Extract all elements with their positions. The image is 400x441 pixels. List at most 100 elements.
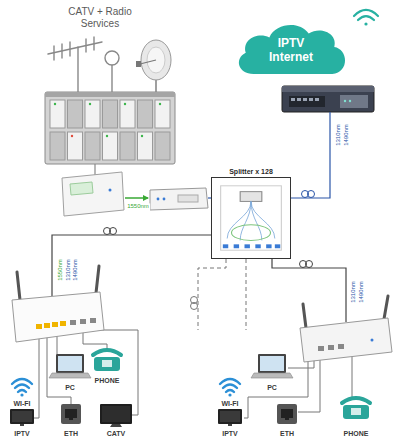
wifi-icon	[223, 385, 237, 389]
headend-rack	[106, 135, 108, 137]
olt-device	[282, 86, 374, 112]
fiber-line	[246, 259, 247, 330]
tv-monitor-icon	[20, 424, 24, 426]
satellite-dish	[136, 40, 171, 92]
fiber-coil	[191, 303, 198, 310]
wavelength-label: 1310nm	[65, 259, 71, 281]
phone-icon	[93, 350, 121, 355]
splitter-port	[234, 245, 239, 249]
optical-transmitter	[62, 172, 124, 216]
home-router	[44, 323, 50, 328]
splitter-housing	[211, 177, 291, 259]
headend-rack	[45, 92, 175, 97]
laptop-icon	[49, 354, 91, 378]
headend-rack	[50, 132, 65, 160]
laptop-icon	[258, 354, 286, 373]
tv-icon	[102, 406, 130, 422]
fiber-fan	[251, 202, 275, 239]
satellite-dish	[136, 61, 141, 67]
splitter-detail	[212, 178, 290, 258]
home-router	[96, 266, 99, 293]
wifi-icon	[20, 393, 23, 396]
home-router	[80, 319, 86, 324]
olt-device	[297, 98, 301, 101]
device-label: ETH	[280, 430, 294, 438]
yagi-antenna	[69, 42, 70, 56]
home-router	[52, 322, 58, 327]
home-router	[90, 318, 96, 323]
headend-rack	[155, 132, 170, 160]
device-cable	[244, 350, 352, 418]
yagi-antenna	[77, 47, 78, 92]
wireless-symbol	[364, 22, 367, 25]
olt-device	[289, 96, 325, 107]
ethernet-icon	[69, 418, 73, 420]
splitter-port	[223, 245, 228, 249]
headend-rack	[124, 103, 126, 105]
device-label: WI-FI	[13, 400, 30, 408]
cloud-label: IPTV Internet	[269, 37, 313, 65]
fiber-line	[288, 112, 330, 198]
fiber-coil	[104, 228, 117, 235]
phone-icon	[102, 360, 112, 367]
headend-rack	[155, 100, 170, 128]
splitter-tray	[221, 186, 282, 250]
fiber-line	[272, 259, 346, 322]
wireless-symbol	[354, 10, 378, 26]
optical-amplifier	[163, 198, 166, 201]
headend-rack	[68, 132, 83, 160]
laptop-icon	[56, 354, 84, 373]
phone-icon	[343, 405, 369, 419]
optical-transmitter	[70, 182, 93, 195]
fm-loop-antenna	[111, 65, 112, 92]
laptop-icon	[49, 373, 91, 378]
headend-rack	[45, 92, 175, 164]
wifi-icon	[220, 379, 240, 397]
optical-arrow	[125, 197, 148, 199]
headend-rack	[71, 135, 73, 137]
wavelength-label: 1310nm	[335, 124, 341, 146]
olt-device	[282, 86, 374, 92]
wavelength-label: 1310nm	[350, 281, 356, 303]
optical-transmitter	[109, 189, 112, 192]
headend-rack	[50, 100, 65, 128]
headend-rack	[120, 132, 135, 160]
headend-rack	[103, 132, 118, 160]
yagi-antenna	[93, 37, 94, 50]
headend-rack	[45, 92, 175, 164]
device-label: CATV	[107, 430, 126, 438]
device-label: IPTV	[14, 430, 30, 438]
tv-monitor-icon	[218, 409, 242, 424]
olt-device	[349, 100, 351, 102]
fiber-coil	[191, 297, 198, 310]
fiber-coil	[308, 191, 315, 198]
splitter-port	[255, 245, 260, 249]
home-router	[12, 292, 104, 342]
cloud-shape	[239, 25, 345, 74]
home-router	[318, 346, 324, 351]
ethernet-icon	[61, 404, 81, 424]
tv-icon	[100, 404, 132, 424]
yagi-antenna	[61, 44, 62, 58]
device-label: ETH	[64, 430, 78, 438]
splitter-port	[275, 245, 280, 249]
ethernet-icon	[277, 404, 297, 424]
tv-monitor-icon	[220, 411, 240, 422]
wavelength-label: 1490nm	[72, 259, 78, 281]
olt-device	[344, 100, 346, 102]
olt-device	[315, 98, 319, 101]
fiber-fan	[240, 202, 251, 241]
optical-amplifier	[157, 198, 160, 201]
yagi-antenna	[85, 39, 86, 52]
ethernet-icon	[281, 409, 293, 418]
tv-monitor-icon	[12, 411, 32, 422]
headend-rack	[138, 100, 153, 128]
yagi-antenna	[48, 37, 102, 92]
device-cable	[34, 330, 39, 418]
home-router	[300, 296, 392, 362]
home-router	[384, 296, 388, 319]
fiber-coil	[232, 225, 271, 241]
wifi-icon	[15, 385, 29, 389]
headend-rack	[85, 100, 100, 128]
phone-icon	[342, 398, 370, 419]
